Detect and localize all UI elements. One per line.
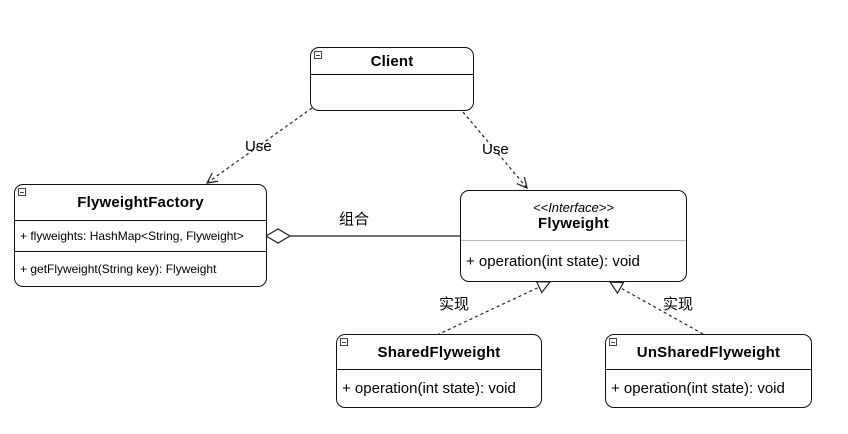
use-label-right: Use [482, 141, 509, 158]
use-edge-client-flyweight [462, 111, 527, 188]
collapse-icon[interactable] [18, 188, 26, 196]
collapse-icon[interactable] [340, 338, 348, 346]
class-client[interactable]: Client [310, 47, 474, 111]
stereotype-label: <<Interface>> [533, 199, 614, 215]
realize-label-right: 实现 [663, 296, 694, 313]
class-unshared-flyweight[interactable]: UnSharedFlyweight + operation(int state)… [605, 334, 812, 408]
class-name: SharedFlyweight [377, 343, 501, 361]
composition-label: 组合 [339, 211, 370, 228]
class-flyweight-factory[interactable]: FlyweightFactory + flyweights: HashMap<S… [14, 184, 267, 287]
method-operation: + operation(int state): void [611, 380, 785, 397]
attribute-flyweights: + flyweights: HashMap<String, Flyweight> [20, 228, 244, 243]
composition-diamond [264, 228, 292, 244]
use-label-left: Use [245, 138, 272, 155]
class-name: FlyweightFactory [77, 194, 204, 211]
collapse-icon[interactable] [314, 51, 322, 59]
class-shared-flyweight[interactable]: SharedFlyweight + operation(int state): … [336, 334, 542, 408]
method-get-flyweight: + getFlyweight(String key): Flyweight [20, 261, 217, 276]
realize-edge-shared [436, 282, 550, 336]
class-name: Client [370, 52, 414, 70]
class-name: UnSharedFlyweight [636, 343, 781, 361]
collapse-icon[interactable] [609, 338, 617, 346]
interface-flyweight[interactable]: <<Interface>> Flyweight + operation(int … [460, 190, 687, 282]
class-name: Flyweight [538, 214, 609, 232]
method-operation: + operation(int state): void [342, 380, 516, 397]
method-operation: + operation(int state): void [466, 252, 640, 270]
realize-label-left: 实现 [439, 296, 470, 313]
